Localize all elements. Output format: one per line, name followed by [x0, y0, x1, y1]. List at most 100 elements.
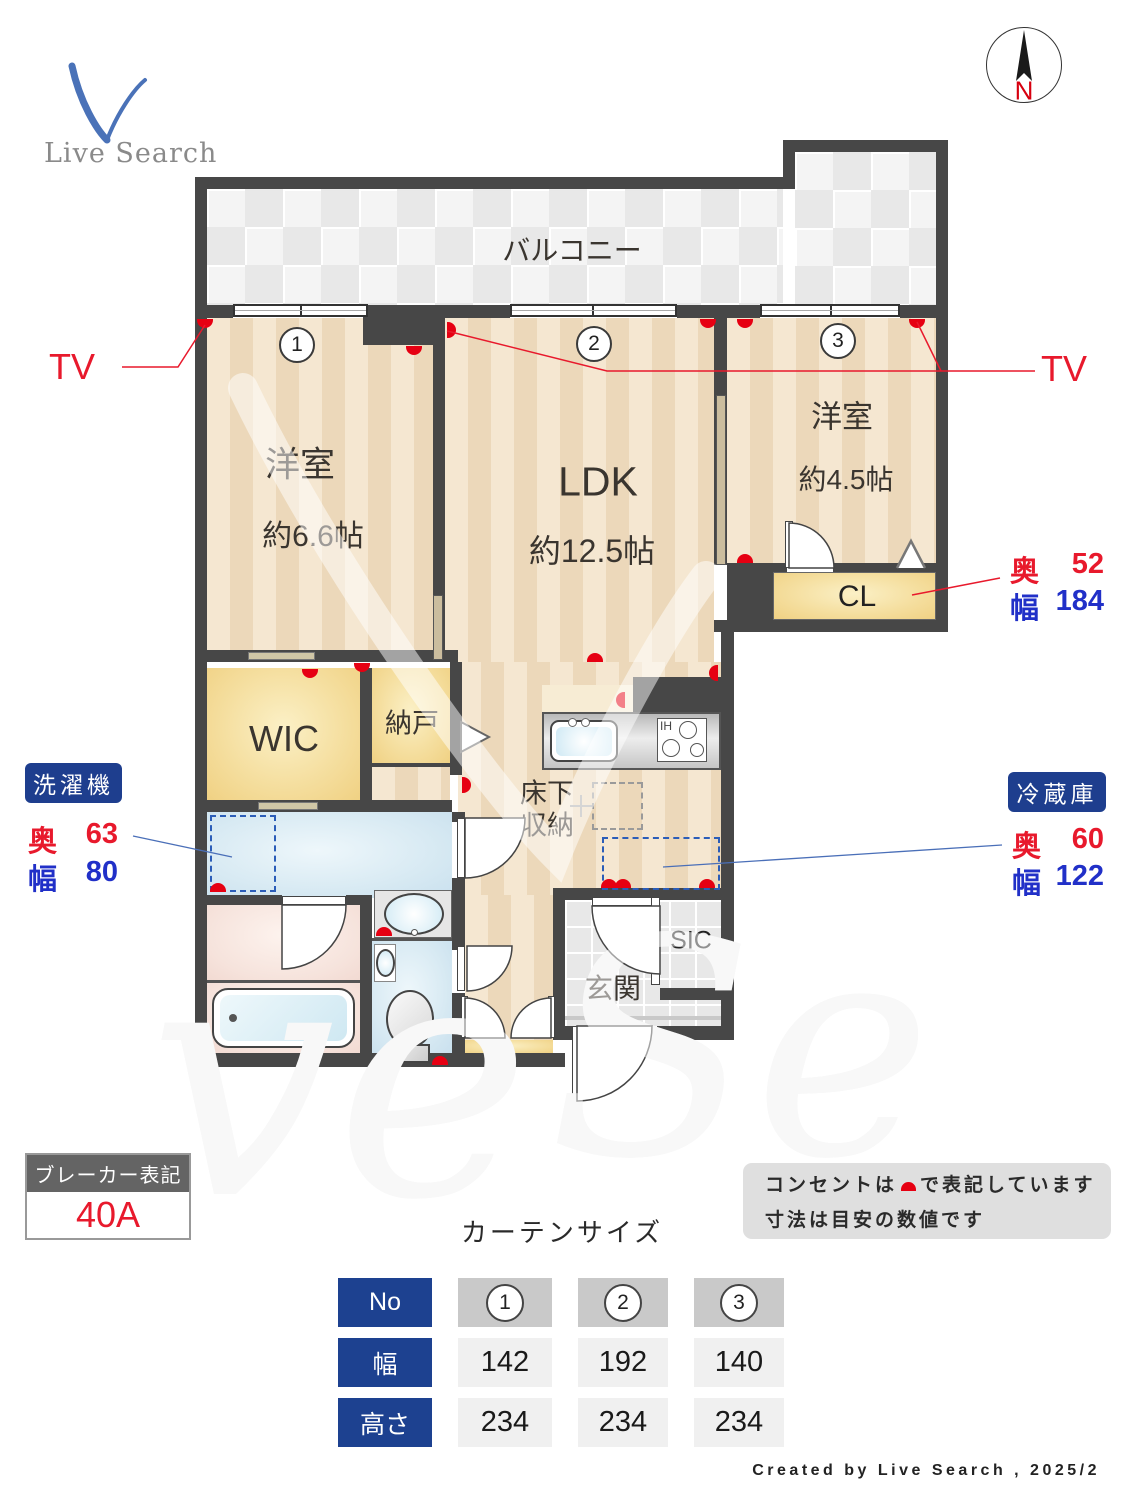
tv-line-right-branch	[916, 321, 942, 372]
wall	[714, 620, 948, 632]
curtain-header-height: 高さ	[338, 1398, 432, 1447]
tv-label-left: TV	[48, 346, 96, 387]
cl-pointer-line	[911, 577, 1001, 596]
curtain-no-2-badge: 2	[576, 326, 612, 362]
cl-width-label: 幅	[1010, 593, 1040, 625]
outlet-icon	[601, 879, 617, 888]
curtain-height-2: 234	[578, 1398, 668, 1447]
cl-label: CL	[837, 580, 877, 613]
curtain-height-3: 234	[694, 1398, 784, 1447]
door-leaf	[457, 946, 465, 991]
wall	[657, 1026, 734, 1040]
cl-depth-label: 奥	[1010, 556, 1040, 588]
door-arc	[510, 997, 552, 1039]
wall	[195, 895, 282, 905]
wall	[783, 140, 948, 152]
tv-line-left	[122, 324, 206, 368]
door-arc	[788, 522, 835, 569]
live-search-logo-icon	[68, 62, 147, 144]
fridge-badge: 冷蔵庫	[1008, 772, 1106, 812]
toilet-bowl	[386, 990, 434, 1048]
room3-size: 約4.5帖	[798, 464, 894, 495]
fridge-depth-label: 奥	[1012, 831, 1042, 863]
breaker-value: 40A	[75, 1194, 141, 1235]
curtain-header-width: 幅	[338, 1338, 432, 1387]
fridge-width-label: 幅	[1012, 868, 1042, 900]
fridge-width: 幅 122	[1012, 860, 1104, 902]
wall	[936, 140, 948, 632]
genkan-step-line	[565, 1016, 721, 1020]
room3-name: 洋室	[811, 399, 873, 435]
balcony-label: バルコニー	[502, 235, 642, 266]
tv-line-right	[446, 330, 1035, 372]
tv-label-right: TV	[1040, 348, 1088, 389]
washer-width: 幅 80	[28, 856, 118, 898]
curtain-col-1: 1	[458, 1278, 552, 1327]
curtain-width-3: 140	[694, 1338, 784, 1387]
vanity-faucet-icon	[411, 929, 418, 936]
sic-label: SIC	[670, 926, 712, 955]
live-search-logo-text: Live Search	[44, 138, 218, 169]
vanity-partition	[372, 938, 452, 941]
doorway-arrow-icon	[460, 720, 492, 754]
curtain-size-table: No 1 2 3 幅 142 192 140 高さ 234 234 234	[338, 1278, 784, 1447]
breaker-box: ブレーカー表記 40A	[25, 1153, 191, 1240]
wall	[195, 177, 207, 1067]
door-arc	[466, 945, 513, 992]
bathtub-inner	[220, 995, 347, 1041]
curtain-height-1: 234	[458, 1398, 552, 1447]
washer-badge: 洗濯機	[25, 763, 122, 803]
wall	[721, 632, 734, 1040]
wall	[195, 305, 233, 318]
bathtub-partition	[207, 980, 360, 983]
wall	[553, 1026, 577, 1040]
curtain-width-1: 142	[458, 1338, 552, 1387]
toilet-hand-sink-basin	[376, 949, 395, 977]
wall-pillar	[363, 305, 435, 345]
door-arc	[464, 997, 506, 1039]
compass-n-label: N	[1014, 75, 1034, 106]
balcony-floor-right	[795, 152, 936, 305]
window-3-rail	[762, 310, 898, 311]
wall	[195, 1053, 565, 1067]
outlet-icon	[406, 346, 422, 355]
wall	[195, 177, 795, 189]
washer-depth-label: 奥	[28, 826, 58, 858]
vanity-basin	[384, 893, 444, 935]
curtain-header-no: No	[338, 1278, 432, 1327]
fridge-pointer-line	[662, 844, 1003, 868]
outlet-icon	[447, 322, 456, 338]
folding-door-icon	[895, 538, 927, 569]
curtain-no-3-badge: 3	[820, 323, 856, 359]
wall	[833, 563, 936, 572]
notes-line-2: 寸法は目安の数値です	[765, 1210, 986, 1231]
curtain-col-2: 2	[578, 1278, 668, 1327]
wall	[900, 305, 948, 318]
fridge-depth: 奥 60	[1012, 823, 1104, 865]
washer-depth: 奥 63	[28, 818, 118, 860]
cl-depth: 奥 52	[1010, 548, 1104, 590]
breaker-title: ブレーカー表記	[27, 1155, 189, 1192]
cl-width-value: 184	[1055, 585, 1104, 617]
shoe-cabinet	[458, 1040, 553, 1053]
curtain-width-2: 192	[578, 1338, 668, 1387]
curtain-no-1-badge: 1	[279, 327, 315, 363]
compass: N	[986, 27, 1062, 106]
front-door-arc	[576, 1025, 653, 1102]
outlet-icon	[699, 879, 715, 888]
wall	[553, 900, 565, 1040]
fridge-width-value: 122	[1055, 860, 1104, 892]
outlet-icon	[210, 883, 226, 892]
curtain-col-3: 3	[694, 1278, 784, 1327]
wall	[677, 305, 760, 318]
cl-closet	[773, 572, 936, 620]
door-arc	[464, 817, 526, 879]
washer-pointer-line	[132, 835, 233, 858]
wall	[452, 898, 465, 950]
outlet-icon	[615, 879, 631, 888]
washer-width-value: 80	[85, 856, 118, 888]
curtain-title: カーテンサイズ	[460, 1217, 664, 1248]
wall	[346, 895, 372, 905]
